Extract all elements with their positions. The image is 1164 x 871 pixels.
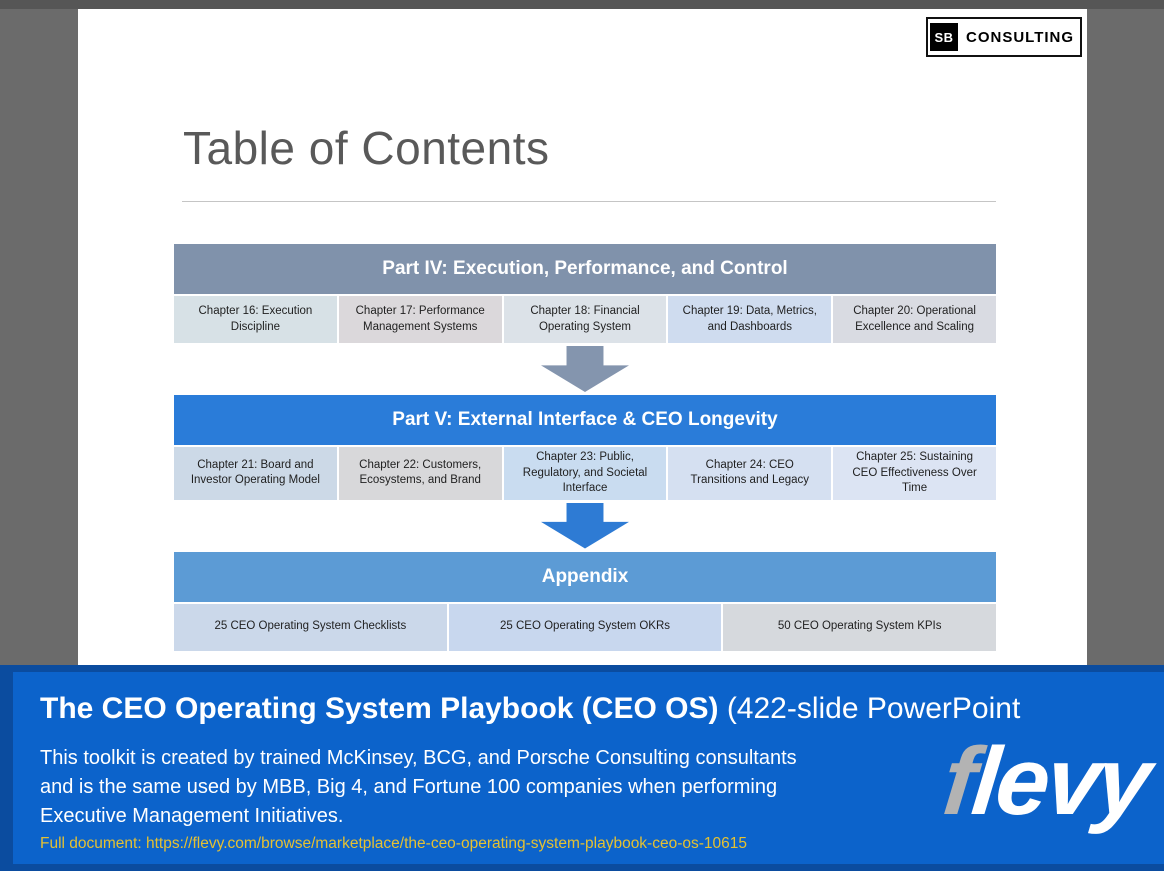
down-arrow-icon <box>541 502 629 549</box>
banner-description-line: Executive Management Initiatives. <box>40 805 344 827</box>
banner-description-line: and is the same used by MBB, Big 4, and … <box>40 776 778 798</box>
chapter-19-cell: Chapter 19: Data, Metrics, and Dashboard… <box>668 296 832 343</box>
part5-header: Part V: External Interface & CEO Longevi… <box>174 395 996 445</box>
banner-title-bold: The CEO Operating System Playbook (CEO O… <box>40 692 719 725</box>
sb-logo-name: CONSULTING <box>966 28 1075 46</box>
appendix-checklists-cell: 25 CEO Operating System Checklists <box>174 603 447 651</box>
chapter-24-cell: Chapter 24: CEO Transitions and Legacy <box>668 447 832 500</box>
banner-title: The CEO Operating System Playbook (CEO O… <box>40 692 1164 726</box>
banner-description: This toolkit is created by trained McKin… <box>40 744 797 831</box>
part5-to-appendix-connector <box>174 500 996 552</box>
part4-to-part5-connector <box>174 343 996 395</box>
appendix-okrs-cell: 25 CEO Operating System OKRs <box>448 603 722 651</box>
top-strip <box>0 0 1164 9</box>
appendix-row: 25 CEO Operating System Checklists 25 CE… <box>174 603 997 651</box>
title-divider <box>182 201 996 202</box>
appendix-kpis-cell: 50 CEO Operating System KPIs <box>723 603 997 651</box>
banner-panel: The CEO Operating System Playbook (CEO O… <box>13 672 1164 864</box>
chapter-25-cell: Chapter 25: Sustaining CEO Effectiveness… <box>833 447 996 500</box>
flevy-logo: flevy <box>939 728 1154 835</box>
slide: SB CONSULTING Table of Contents Part IV:… <box>78 9 1087 665</box>
bottom-banner: The CEO Operating System Playbook (CEO O… <box>0 665 1164 871</box>
part4-chapter-row: Chapter 16: Execution Discipline Chapter… <box>174 296 996 343</box>
part5-chapter-row: Chapter 21: Board and Investor Operating… <box>174 447 996 500</box>
full-document-link[interactable]: Full document: https://flevy.com/browse/… <box>40 835 748 852</box>
chapter-18-cell: Chapter 18: Financial Operating System <box>503 296 667 343</box>
sb-logo-badge: SB <box>930 23 958 51</box>
flevy-logo-levy: levy <box>967 728 1154 835</box>
appendix-header: Appendix <box>174 551 996 602</box>
section-appendix: Appendix 25 CEO Operating System Checkli… <box>174 551 997 651</box>
section-part5: Part V: External Interface & CEO Longevi… <box>174 395 996 500</box>
table-of-contents: Part IV: Execution, Performance, and Con… <box>174 244 997 651</box>
chapter-16-cell: Chapter 16: Execution Discipline <box>174 296 337 343</box>
section-part4: Part IV: Execution, Performance, and Con… <box>174 244 996 343</box>
chapter-22-cell: Chapter 22: Customers, Ecosystems, and B… <box>338 447 502 500</box>
down-arrow-icon <box>541 346 629 392</box>
chapter-17-cell: Chapter 17: Performance Management Syste… <box>338 296 502 343</box>
page-title: Table of Contents <box>183 122 550 174</box>
chapter-21-cell: Chapter 21: Board and Investor Operating… <box>174 447 337 500</box>
banner-title-detail: (422-slide PowerPoint <box>718 692 1021 725</box>
chapter-20-cell: Chapter 20: Operational Excellence and S… <box>833 296 996 343</box>
part4-header: Part IV: Execution, Performance, and Con… <box>174 244 996 294</box>
chapter-23-cell: Chapter 23: Public, Regulatory, and Soci… <box>503 447 667 500</box>
sb-consulting-logo: SB CONSULTING <box>926 17 1082 57</box>
banner-description-line: This toolkit is created by trained McKin… <box>40 747 797 769</box>
